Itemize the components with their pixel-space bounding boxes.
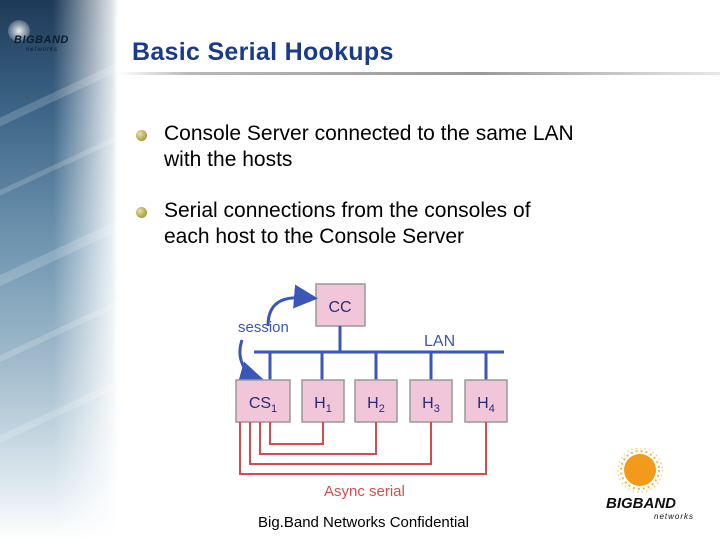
host-node-label: H3 [422, 395, 440, 415]
brand-logo-subtext: networks [654, 512, 694, 521]
host-node-label: H1 [314, 395, 332, 415]
async-serial-label: Async serial [324, 483, 405, 500]
host-node-box [409, 379, 453, 423]
bullet-icon [136, 207, 147, 218]
bullet-line: Serial connections from the consoles of [164, 199, 531, 222]
lan-label: LAN [424, 333, 455, 350]
footer-confidential: Big.Band Networks Confidential [258, 514, 469, 531]
bullet-icon [136, 130, 147, 141]
network-diagram: CC LAN session CS1 H1 H2 H3 H4 Async ser… [235, 283, 508, 500]
brand-logo-text: BIGBAND [606, 495, 676, 512]
host-node-box [301, 379, 345, 423]
serial-line-h2 [259, 422, 377, 455]
bullet-line: with the hosts [164, 148, 293, 171]
cs-node-label: CS1 [249, 395, 277, 415]
serial-line-h3 [249, 422, 432, 465]
session-label: session [238, 319, 289, 336]
bullet-line: each host to the Console Server [164, 225, 465, 248]
cc-box [315, 283, 366, 327]
title-divider [118, 72, 720, 75]
cc-label: CC [328, 299, 351, 316]
serial-line-h1 [269, 422, 324, 445]
corner-logo-text: BIGBAND [14, 34, 69, 46]
bullet-text: Console Server connected to the same LAN… [164, 121, 574, 173]
sun-icon [617, 448, 663, 493]
serial-line-h4 [239, 422, 487, 475]
bullet-text: Serial connections from the consoles of … [164, 198, 531, 250]
host-node-label: H2 [367, 395, 385, 415]
session-arrow-bottom [237, 339, 264, 385]
host-node-box [464, 379, 508, 423]
bigband-logo: BIGBAND networks [606, 448, 694, 521]
session-arrow-top [266, 284, 318, 327]
bullet-line: Console Server connected to the same LAN [164, 122, 574, 145]
host-node-label: H4 [477, 395, 495, 415]
sidebar-decorative-image: BIGBAND networks [0, 0, 118, 540]
corner-logo-subtext: networks [26, 47, 59, 53]
page-title: Basic Serial Hookups [132, 38, 394, 66]
cs-node-box [235, 379, 291, 423]
